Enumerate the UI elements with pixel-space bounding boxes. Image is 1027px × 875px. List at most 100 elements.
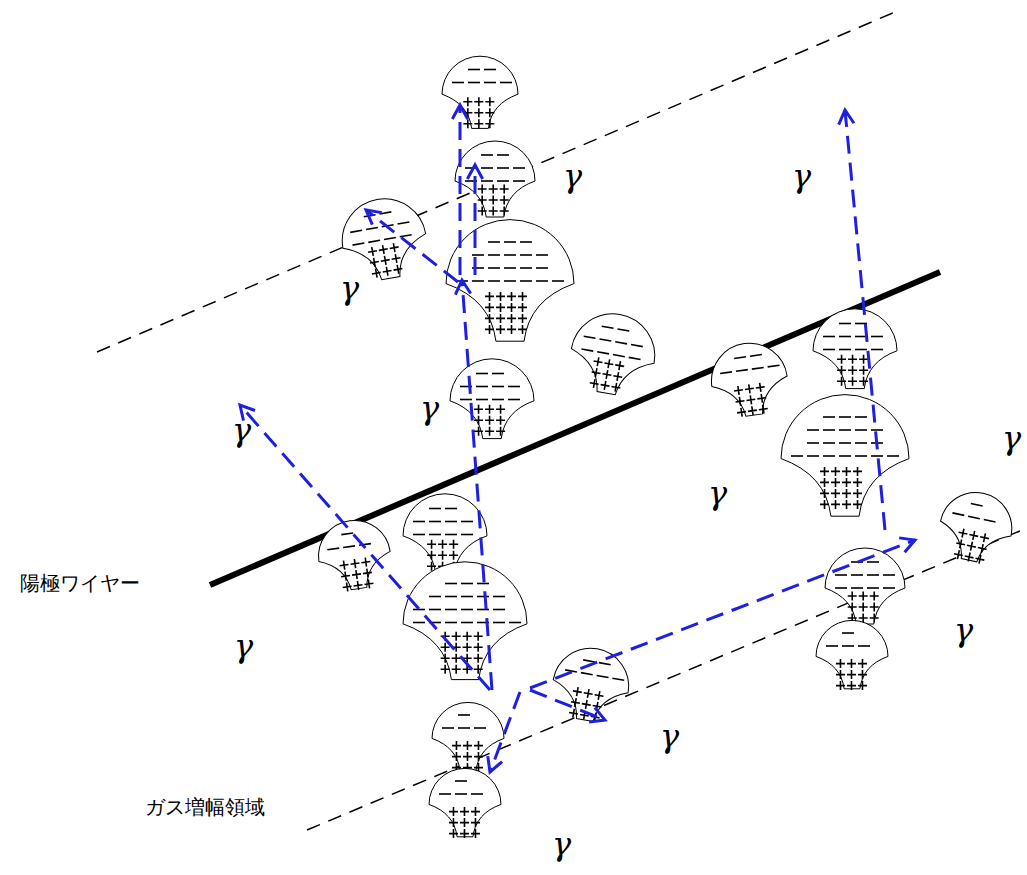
avalanche-outline [432, 702, 504, 770]
ion-mark [489, 196, 498, 205]
electron-mark [445, 609, 457, 611]
electron-mark [481, 154, 493, 156]
ion-mark [870, 592, 879, 601]
electron-mark [493, 596, 505, 598]
ion-mark [518, 325, 527, 334]
electron-mark [823, 429, 835, 431]
electron-mark [581, 673, 593, 675]
electron-mark [984, 520, 996, 522]
electron-mark [842, 632, 854, 634]
electron-mark [867, 561, 879, 563]
photon-symbol: γ [232, 414, 251, 446]
electron-mark [871, 429, 883, 431]
photon-path [530, 690, 605, 722]
ion-mark [831, 467, 840, 476]
avalanche-outline [816, 620, 888, 688]
photon-path [452, 105, 467, 275]
electron-mark [736, 370, 748, 372]
electron-mark [493, 622, 505, 624]
electron-mark [488, 267, 500, 269]
photon-arrowhead [839, 110, 854, 125]
photon-symbol: γ [234, 630, 253, 662]
ion-mark [858, 670, 867, 679]
ion-mark [474, 108, 483, 117]
electron-mark [477, 596, 489, 598]
electron-mark [855, 429, 867, 431]
electron-mark [839, 416, 851, 418]
ion-mark [485, 119, 494, 128]
photon-path [455, 280, 492, 690]
ion-mark [831, 500, 840, 509]
electron-mark [823, 336, 835, 338]
ion-mark [853, 489, 862, 498]
ion-mark [341, 571, 351, 581]
avalanche-cloud [707, 338, 792, 420]
ion-mark [507, 325, 516, 334]
electron-mark [807, 442, 819, 444]
photon-line [366, 210, 458, 282]
electron-mark [597, 352, 609, 354]
ion-mark [746, 395, 756, 405]
electron-mark [823, 455, 835, 457]
electron-mark [488, 254, 500, 256]
ion-mark [602, 369, 612, 379]
ion-mark [471, 807, 480, 816]
ion-mark [471, 829, 480, 838]
electron-mark [327, 548, 339, 550]
electron-mark [445, 534, 457, 536]
ion-mark [485, 303, 494, 312]
electron-mark [445, 521, 457, 523]
ion-mark [460, 807, 469, 816]
electron-mark [826, 645, 838, 647]
electron-mark [484, 69, 496, 71]
ion-mark [859, 603, 868, 612]
ion-mark [474, 752, 483, 761]
photon-symbol: γ [420, 392, 439, 424]
avalanche-outline [934, 486, 1019, 568]
ion-mark [474, 405, 483, 414]
ion-mark [744, 384, 754, 394]
electron-mark [366, 227, 378, 229]
electron-mark [488, 241, 500, 243]
electron-mark [472, 254, 484, 256]
ion-mark [820, 467, 829, 476]
photon-arrowhead [366, 210, 382, 225]
photon-path [488, 692, 520, 772]
electron-mark [791, 455, 803, 457]
ion-mark [496, 303, 505, 312]
electron-mark [867, 574, 879, 576]
ion-mark [820, 500, 829, 509]
ion-mark [842, 489, 851, 498]
ion-mark [853, 467, 862, 476]
avalanche-cloud [813, 309, 897, 389]
ion-mark [837, 377, 846, 386]
ion-mark [507, 314, 516, 323]
ion-mark [463, 97, 472, 106]
photon-arrowhead [589, 708, 605, 722]
ion-mark [614, 360, 624, 370]
avalanche-outline [403, 494, 487, 574]
ion-mark [449, 807, 458, 816]
electron-mark [398, 222, 410, 224]
ion-mark [836, 681, 845, 690]
photon-path [839, 110, 885, 530]
ion-mark [463, 741, 472, 750]
electron-mark [823, 442, 835, 444]
ion-mark [449, 818, 458, 827]
electron-mark [851, 574, 863, 576]
photon-path [467, 165, 482, 275]
electron-mark [617, 329, 629, 331]
electron-mark [442, 727, 454, 729]
electron-mark [429, 596, 441, 598]
electron-mark [839, 323, 851, 325]
electron-mark [823, 416, 835, 418]
ion-mark [604, 358, 614, 368]
ion-mark [474, 97, 483, 106]
ion-mark [427, 551, 436, 560]
ion-mark [350, 559, 360, 569]
avalanche-outline [813, 309, 897, 389]
ion-mark [367, 246, 377, 256]
ion-mark [848, 377, 857, 386]
ion-mark [478, 196, 487, 205]
electron-mark [476, 386, 488, 388]
